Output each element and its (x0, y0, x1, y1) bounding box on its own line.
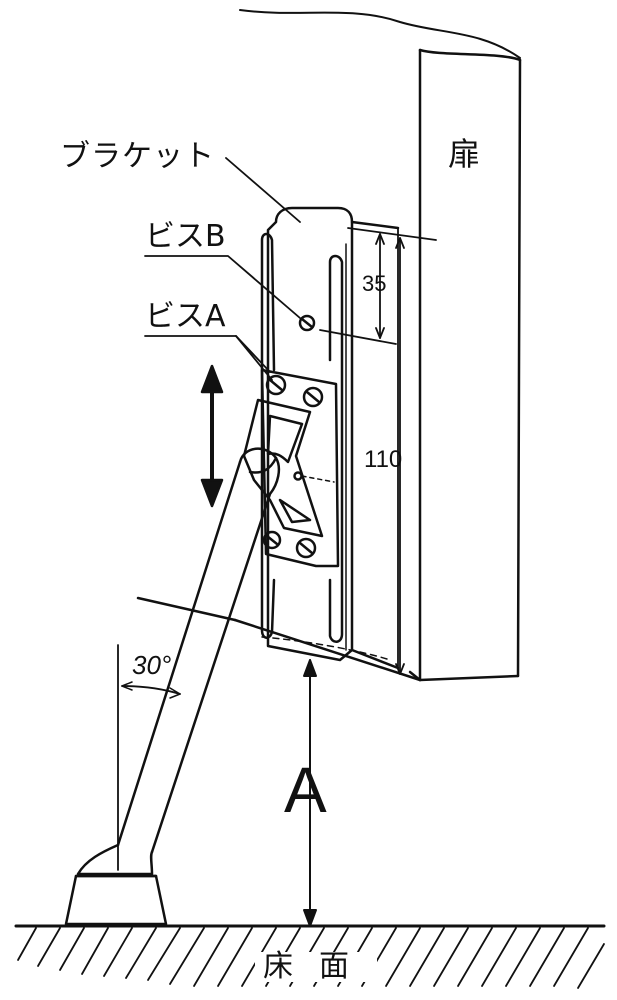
pivot-pin (293, 471, 303, 481)
leader-lines (144, 157, 301, 381)
rubber-foot (64, 843, 168, 926)
bracket-label: ブラケット (60, 139, 215, 174)
screw-b-label: ビスB (145, 219, 226, 254)
screws (262, 314, 335, 559)
slider-plate (242, 368, 340, 568)
door-panel (136, 9, 522, 682)
dimension-110-label: 110 (364, 446, 403, 473)
dimension-35 (319, 227, 437, 345)
door-label: 扉 (448, 135, 481, 173)
double-arrow-vertical-icon (200, 364, 224, 508)
screw-b (298, 314, 316, 332)
floor-line (14, 924, 606, 989)
screw-a-label: ビスA (145, 299, 226, 334)
bracket (260, 206, 400, 670)
angle-label: 30° (132, 650, 172, 680)
dimension-35-label: 35 (362, 271, 387, 296)
stopper-rod (116, 447, 281, 854)
dimension-110 (395, 237, 405, 675)
floor-label: 床面 (255, 952, 377, 982)
angle-indicator (117, 644, 181, 871)
screw-a-upper (265, 374, 324, 408)
dimension-a-label: A (284, 754, 327, 826)
dimension-a (303, 659, 317, 927)
screw-lower (262, 530, 317, 559)
